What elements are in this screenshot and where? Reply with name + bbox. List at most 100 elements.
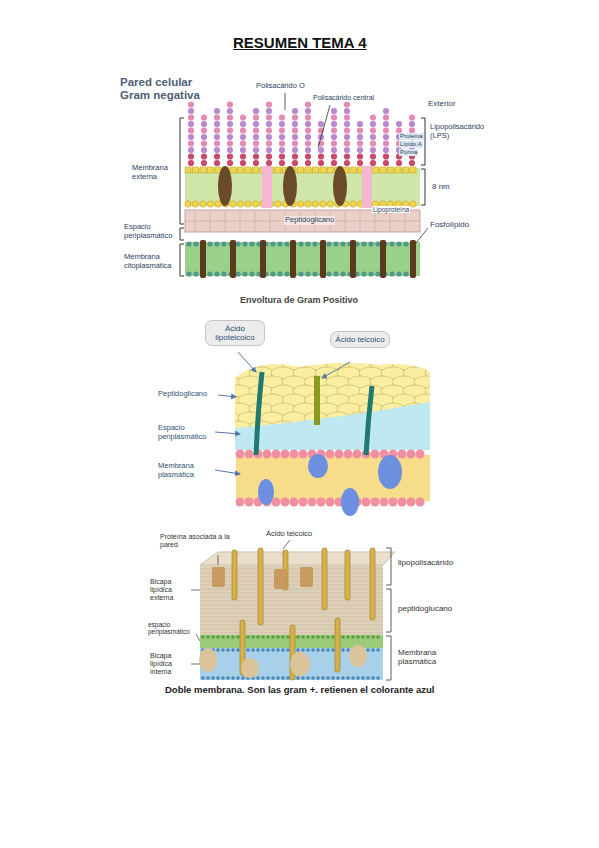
sugar-unit	[357, 134, 363, 140]
lipid-head	[389, 498, 398, 507]
lipid-head	[249, 271, 254, 276]
lipid-head	[299, 450, 308, 459]
lipid-head	[416, 498, 425, 507]
sugar-unit	[214, 121, 220, 127]
lipid-head	[333, 241, 338, 246]
lipid-head	[301, 648, 305, 652]
texture-line	[200, 581, 383, 582]
lipid-head	[281, 676, 285, 680]
lipid-head	[356, 676, 360, 680]
lipid-head	[261, 676, 265, 680]
lipid-head	[311, 635, 315, 639]
part-label: Porina	[399, 149, 418, 156]
lipid-head	[317, 498, 326, 507]
sugar-unit	[370, 140, 376, 146]
teichoic-rod	[345, 550, 350, 600]
lipid-head	[301, 676, 305, 680]
lipid-head	[341, 676, 345, 680]
lipid-head	[321, 635, 325, 639]
lipid-head	[231, 648, 235, 652]
lipid-head	[351, 676, 355, 680]
sugar-unit	[214, 114, 220, 120]
peptidoglycan-block	[200, 565, 383, 635]
lipid-head	[286, 635, 290, 639]
lipid-head	[206, 676, 210, 680]
lipid-head	[326, 241, 331, 246]
lipid-head	[311, 676, 315, 680]
sugar-unit	[266, 140, 272, 146]
lipid-head	[380, 498, 389, 507]
lipid-head	[327, 201, 333, 207]
sugar-unit	[344, 147, 350, 153]
lipid-head	[193, 271, 198, 276]
lipid-head	[271, 676, 275, 680]
page-title: RESUMEN TEMA 4	[233, 34, 367, 51]
lipid-head	[236, 648, 240, 652]
sugar-unit	[292, 127, 298, 133]
sugar-unit	[344, 101, 350, 107]
sugar-unit	[292, 153, 298, 159]
lipid-head	[306, 676, 310, 680]
lipid-head	[277, 241, 282, 246]
part-label: Polisacárido O	[256, 82, 305, 91]
lipid-head	[375, 241, 380, 246]
sugar-unit	[383, 134, 389, 140]
sugar-unit	[331, 134, 337, 140]
lipid-head	[350, 167, 356, 173]
membrane-protein	[258, 479, 274, 505]
sugar-unit	[253, 134, 259, 140]
pointer	[322, 362, 350, 378]
lipid-head	[396, 241, 401, 246]
lipid-head	[251, 648, 255, 652]
porin	[333, 166, 347, 206]
sugar-unit	[383, 153, 389, 159]
sugar-unit	[227, 108, 233, 114]
lipid-head	[237, 201, 243, 207]
lipid-head	[272, 450, 281, 459]
lipid-head	[221, 241, 226, 246]
texture-line	[200, 597, 383, 598]
part-label: Exterior	[428, 99, 456, 108]
membrane-protein	[290, 652, 310, 676]
sugar-unit	[266, 108, 272, 114]
sugar-unit	[279, 140, 285, 146]
bubble-text: Ácido lipoteicoico	[210, 324, 260, 342]
lipid-head	[356, 635, 360, 639]
teichoic-rod	[370, 548, 375, 620]
lipid-head	[341, 635, 345, 639]
sugar-unit	[279, 153, 285, 159]
lipid-head	[238, 167, 244, 173]
lipid-head	[226, 676, 230, 680]
lipid-head	[331, 676, 335, 680]
lipid-head	[221, 635, 225, 639]
leader-line	[416, 228, 428, 243]
sugar-unit	[292, 140, 298, 146]
lipid-head	[398, 498, 407, 507]
lipid-head	[215, 201, 221, 207]
leader-line	[196, 634, 200, 641]
bracket	[180, 228, 184, 240]
peptidoglycan-blobs	[216, 358, 449, 451]
sugar-unit	[357, 127, 363, 133]
lipid-head	[245, 450, 254, 459]
sugar-unit	[331, 160, 337, 166]
sugar-unit	[266, 134, 272, 140]
lipid-head	[316, 676, 320, 680]
sugar-unit	[331, 108, 337, 114]
leader-line	[191, 664, 200, 665]
part-label: Peptidoglicano	[158, 390, 207, 399]
lipid-head	[235, 241, 240, 246]
sugar-unit	[214, 140, 220, 146]
lipid-head	[201, 635, 205, 639]
lipid-head	[311, 648, 315, 652]
sugar-unit	[370, 127, 376, 133]
wall-protein	[212, 567, 225, 587]
peptidoglycan	[235, 355, 430, 450]
texture-line	[200, 573, 383, 574]
part-label: Envoltura de Gram Positivo	[240, 295, 358, 305]
lipid-head	[389, 241, 394, 246]
sugar-unit	[292, 134, 298, 140]
lipid-head	[376, 635, 380, 639]
lipid-head	[216, 648, 220, 652]
lipid-head	[276, 648, 280, 652]
